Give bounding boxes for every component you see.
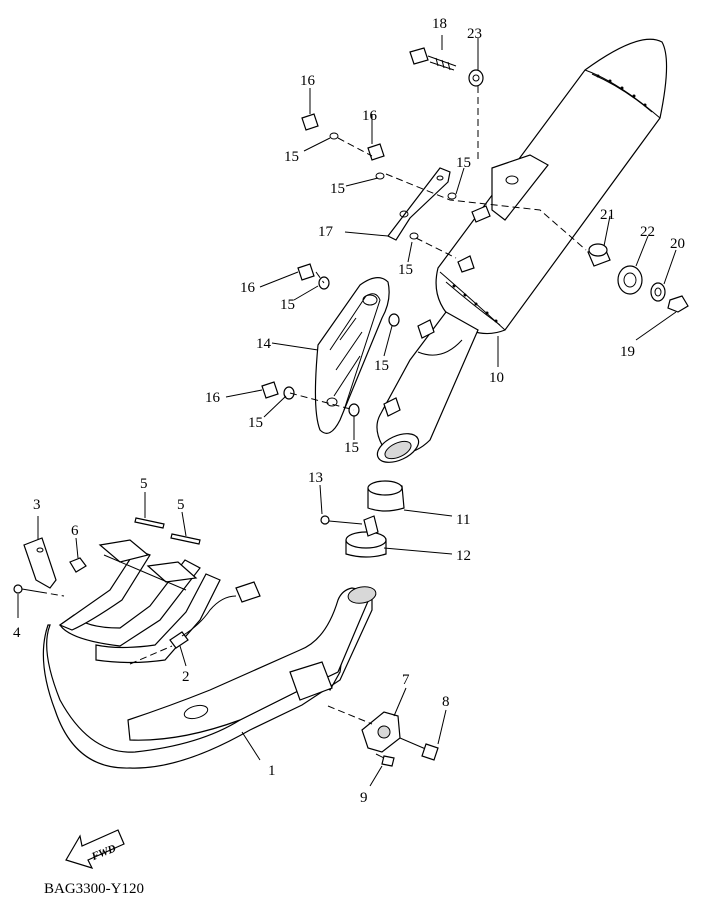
clamp (345, 515, 387, 558)
callout-5b: 5 (177, 497, 185, 513)
oxygen-sensor (129, 581, 261, 665)
callout-16b: 16 (362, 108, 378, 124)
callout-15b: 15 (330, 181, 345, 197)
bolt-16-shield-top (297, 263, 400, 327)
callout-19: 19 (620, 344, 635, 360)
bolt-16-top-left (301, 113, 339, 140)
callout-7: 7 (402, 672, 410, 688)
bracket-7 (327, 705, 401, 753)
nut-19 (667, 295, 689, 313)
callout-16d: 16 (205, 390, 221, 406)
fwd-arrow-icon: FWD (65, 829, 125, 869)
washer-15-mid (409, 192, 457, 240)
callout-17: 17 (318, 224, 334, 240)
bolt-8 (399, 737, 439, 761)
damper-22 (617, 265, 643, 295)
callout-2: 2 (182, 669, 190, 685)
bolt-4 (13, 584, 65, 597)
joint-pipe (367, 480, 405, 512)
callout-6: 6 (71, 523, 79, 539)
callout-5a: 5 (140, 476, 148, 492)
callout-4: 4 (13, 625, 21, 641)
leader-lines (17, 35, 677, 787)
callout-18: 18 (432, 16, 447, 32)
callout-15d: 15 (398, 262, 413, 278)
callout-16c: 16 (240, 280, 256, 296)
callout-13: 13 (308, 470, 323, 486)
muffler (376, 38, 668, 463)
bolt-16-top-right (367, 143, 385, 180)
callout-8: 8 (442, 694, 450, 710)
callout-15h: 15 (344, 440, 359, 456)
figure-code: BAG3300-Y120 (44, 881, 144, 897)
callout-14: 14 (256, 336, 272, 352)
bracket-17 (387, 167, 451, 241)
callout-15g: 15 (248, 415, 263, 431)
callout-labels: 1 2 3 4 5 5 6 7 8 9 10 11 12 13 14 15 15… (13, 16, 685, 806)
heat-shield (314, 277, 390, 434)
callout-15c: 15 (456, 155, 471, 171)
bolt-13 (320, 515, 363, 525)
gaskets-5 (134, 517, 201, 545)
nut-6 (69, 557, 87, 573)
callout-10: 10 (489, 370, 504, 386)
bracket-3 (23, 537, 57, 589)
bolt-9 (375, 753, 395, 767)
callout-3: 3 (33, 497, 41, 513)
callout-23: 23 (467, 26, 482, 42)
callout-12: 12 (456, 548, 471, 564)
callout-15a: 15 (284, 149, 299, 165)
callout-21: 21 (600, 207, 615, 223)
callout-1: 1 (268, 763, 276, 779)
washer-23 (468, 69, 484, 87)
callout-15f: 15 (374, 358, 389, 374)
callout-15e: 15 (280, 297, 295, 313)
exhaust-header (42, 539, 377, 769)
callout-16a: 16 (300, 73, 316, 89)
callout-11: 11 (456, 512, 470, 528)
callout-22: 22 (640, 224, 655, 240)
bolt-18 (409, 47, 457, 71)
callout-20: 20 (670, 236, 685, 252)
washer-20 (650, 282, 666, 302)
callout-9: 9 (360, 790, 368, 806)
collar-21 (587, 243, 611, 267)
